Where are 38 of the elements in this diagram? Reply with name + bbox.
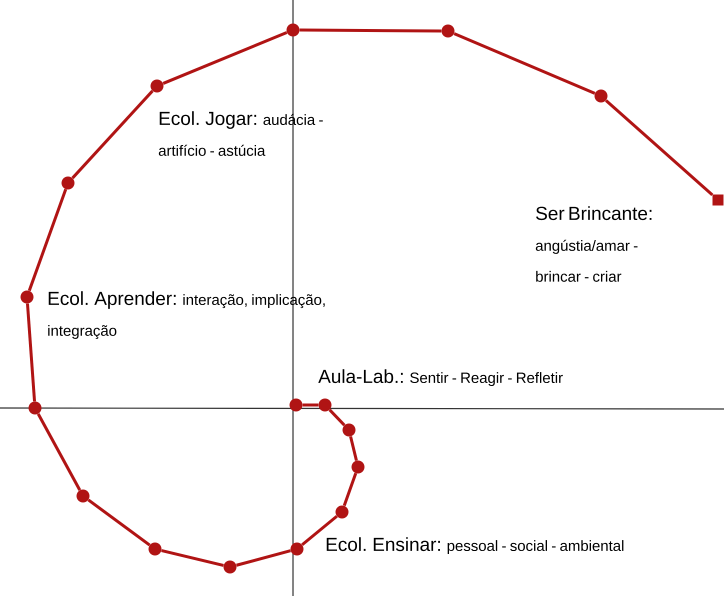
spiral-dot bbox=[594, 90, 608, 102]
spiral-dot bbox=[148, 542, 162, 556]
spiral-line bbox=[88, 498, 150, 546]
label-text: Ser Brincante: angústia/amar - brincar - criar bbox=[536, 206, 652, 282]
spiral-line bbox=[36, 413, 82, 491]
spiral-dot bbox=[342, 424, 356, 436]
spiral-dot bbox=[336, 506, 348, 518]
spiral-dot bbox=[150, 80, 164, 92]
label: integração bbox=[48, 324, 116, 339]
spiral-line bbox=[300, 28, 442, 32]
spiral-end-marker bbox=[712, 194, 724, 206]
spiral-line bbox=[342, 472, 358, 506]
spiral-dot bbox=[290, 398, 302, 412]
label-text: Ecol. Ensinar: pessoal - social - ambiental bbox=[326, 537, 624, 554]
spiral-line bbox=[71, 90, 154, 180]
spiral-line bbox=[162, 31, 288, 85]
spiral-dot bbox=[62, 176, 74, 190]
label: Ecol. Aprender: bbox=[48, 291, 176, 309]
spiral-line bbox=[328, 408, 346, 426]
spiral-line bbox=[349, 436, 358, 461]
spiral-dot bbox=[224, 560, 236, 574]
spiral-line bbox=[301, 515, 338, 546]
spiral-dot bbox=[352, 460, 364, 474]
spiral-dot bbox=[76, 490, 90, 502]
spiral-dot bbox=[318, 398, 332, 412]
spiral-line bbox=[302, 404, 318, 406]
spiral-dot bbox=[286, 24, 300, 36]
spiral-line bbox=[605, 99, 714, 196]
spiral-line bbox=[28, 188, 68, 292]
spiral-dot bbox=[20, 290, 34, 304]
spiral-dot bbox=[290, 542, 304, 556]
spiral-line bbox=[26, 304, 36, 402]
spiral-dot bbox=[28, 402, 42, 414]
label-text: Aula-Lab.: Sentir - Reagir - Refletir bbox=[318, 369, 563, 386]
spiral-dot bbox=[442, 24, 454, 38]
spiral-line bbox=[161, 549, 224, 567]
spiral-line bbox=[454, 32, 596, 95]
spiral-line bbox=[236, 549, 291, 567]
